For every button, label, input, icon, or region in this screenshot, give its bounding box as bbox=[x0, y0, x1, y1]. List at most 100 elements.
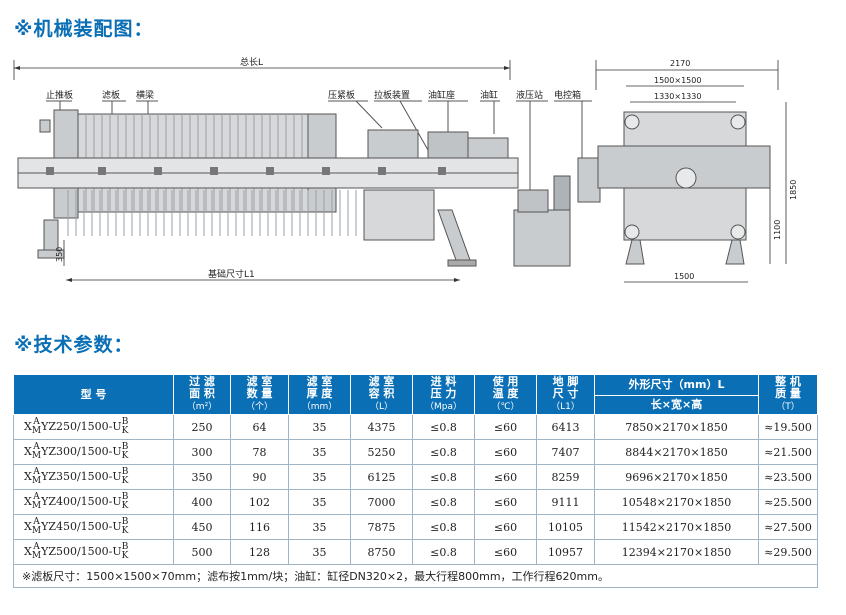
label-beam: 横梁 bbox=[136, 89, 154, 101]
base-1500-label: 1500 bbox=[674, 272, 694, 281]
cell-outer: 8844×2170×1850 bbox=[594, 439, 759, 465]
cell-qty: 78 bbox=[230, 439, 289, 465]
section-title-assembly: ※机械装配图： bbox=[14, 18, 154, 40]
cell-area: 450 bbox=[173, 514, 231, 540]
cell-weight: ≈25.500 bbox=[758, 489, 818, 515]
cell-base: 8259 bbox=[536, 464, 595, 490]
label-filter-plate: 滤板 bbox=[102, 89, 120, 101]
header-area: 过 滤面 积（m²） bbox=[173, 374, 231, 415]
cell-temp: ≤60 bbox=[474, 439, 537, 465]
height-350-label: 350 bbox=[55, 247, 64, 262]
plate-1330-label: 1330×1330 bbox=[654, 92, 701, 101]
cell-qty: 116 bbox=[230, 514, 289, 540]
plate-1500-label: 1500×1500 bbox=[654, 76, 701, 85]
header-base: 地 脚尺 寸（L1） bbox=[536, 374, 595, 415]
cell-temp: ≤60 bbox=[474, 489, 537, 515]
cell-thick: 35 bbox=[288, 439, 351, 465]
cell-thick: 35 bbox=[288, 489, 351, 515]
cell-weight: ≈27.500 bbox=[758, 514, 818, 540]
cell-vol: 5250 bbox=[350, 439, 413, 465]
assembly-drawing: 总长L 止推板 滤板 横梁 压紧板 拉板装置 油缸座 油缸 液压站 电控箱 bbox=[13, 56, 798, 283]
header-temperature: 使 用温 度（℃） bbox=[474, 374, 537, 415]
cell-outer: 9696×2170×1850 bbox=[594, 464, 759, 490]
cell-qty: 128 bbox=[230, 539, 289, 565]
cell-temp: ≤60 bbox=[474, 514, 537, 540]
control-box bbox=[577, 157, 601, 203]
cell-outer: 7850×2170×1850 bbox=[594, 414, 759, 440]
cell-press: ≤0.8 bbox=[412, 464, 475, 490]
cell-vol: 7875 bbox=[350, 514, 413, 540]
label-push-plate: 止推板 bbox=[46, 89, 73, 101]
cell-area: 500 bbox=[173, 539, 231, 565]
cell-temp: ≤60 bbox=[474, 539, 537, 565]
cell-temp: ≤60 bbox=[474, 464, 537, 490]
cell-area: 250 bbox=[173, 414, 231, 440]
label-cylinder-seat: 油缸座 bbox=[428, 89, 455, 101]
cell-weight: ≈23.500 bbox=[758, 464, 818, 490]
cell-press: ≤0.8 bbox=[412, 439, 475, 465]
section-title-tech: ※技术参数： bbox=[14, 334, 134, 356]
header-model: 型 号 bbox=[13, 374, 174, 415]
cell-press: ≤0.8 bbox=[412, 514, 475, 540]
cell-weight: ≈19.500 bbox=[758, 414, 818, 440]
cell-outer: 12394×2170×1850 bbox=[594, 539, 759, 565]
hydraulic-station bbox=[513, 209, 571, 267]
foundation-label: 基础尺寸L1 bbox=[208, 268, 255, 280]
height-1850-label: 1850 bbox=[789, 180, 798, 200]
cell-thick: 35 bbox=[288, 514, 351, 540]
cell-thick: 35 bbox=[288, 414, 351, 440]
width-2170-label: 2170 bbox=[670, 59, 690, 68]
header-pressure: 进 料压 力（Mpa） bbox=[412, 374, 475, 415]
cell-vol: 7000 bbox=[350, 489, 413, 515]
total-length-label: 总长L bbox=[240, 56, 263, 68]
header-weight: 整 机质 量（T） bbox=[758, 374, 818, 415]
cell-press: ≤0.8 bbox=[412, 539, 475, 565]
header-volume: 滤 室容 积（L） bbox=[350, 374, 413, 415]
cell-outer: 11542×2170×1850 bbox=[594, 514, 759, 540]
cell-area: 300 bbox=[173, 439, 231, 465]
header-qty: 滤 室数 量（个） bbox=[230, 374, 289, 415]
cell-weight: ≈29.500 bbox=[758, 539, 818, 565]
cell-base: 10105 bbox=[536, 514, 595, 540]
cell-qty: 64 bbox=[230, 414, 289, 440]
cell-base: 9111 bbox=[536, 489, 595, 515]
header-thickness: 滤 室厚 度（mm） bbox=[288, 374, 351, 415]
cell-base: 7407 bbox=[536, 439, 595, 465]
cell-qty: 102 bbox=[230, 489, 289, 515]
spec-note: ※滤板尺寸：1500×1500×70mm；滤布按1mm/块；油缸：缸径DN320… bbox=[13, 564, 818, 588]
cell-base: 10957 bbox=[536, 539, 595, 565]
cell-area: 400 bbox=[173, 489, 231, 515]
cell-temp: ≤60 bbox=[474, 414, 537, 440]
cell-outer: 10548×2170×1850 bbox=[594, 489, 759, 515]
cell-qty: 90 bbox=[230, 464, 289, 490]
label-cylinder: 油缸 bbox=[480, 89, 498, 101]
cell-vol: 8750 bbox=[350, 539, 413, 565]
cell-vol: 6125 bbox=[350, 464, 413, 490]
cell-area: 350 bbox=[173, 464, 231, 490]
label-control-box: 电控箱 bbox=[554, 89, 581, 101]
cell-weight: ≈21.500 bbox=[758, 439, 818, 465]
label-press-plate: 压紧板 bbox=[328, 89, 355, 101]
cell-vol: 4375 bbox=[350, 414, 413, 440]
cell-thick: 35 bbox=[288, 464, 351, 490]
cell-press: ≤0.8 bbox=[412, 489, 475, 515]
header-outer-sub: 长×宽×高 bbox=[594, 395, 759, 415]
cell-base: 6413 bbox=[536, 414, 595, 440]
cell-press: ≤0.8 bbox=[412, 414, 475, 440]
height-1100-label: 1100 bbox=[773, 220, 782, 240]
header-outer-size: 外形尺寸（mm）L bbox=[594, 374, 759, 396]
label-pull-device: 拉板装置 bbox=[374, 89, 410, 101]
label-hydraulic-station: 液压站 bbox=[516, 89, 543, 101]
